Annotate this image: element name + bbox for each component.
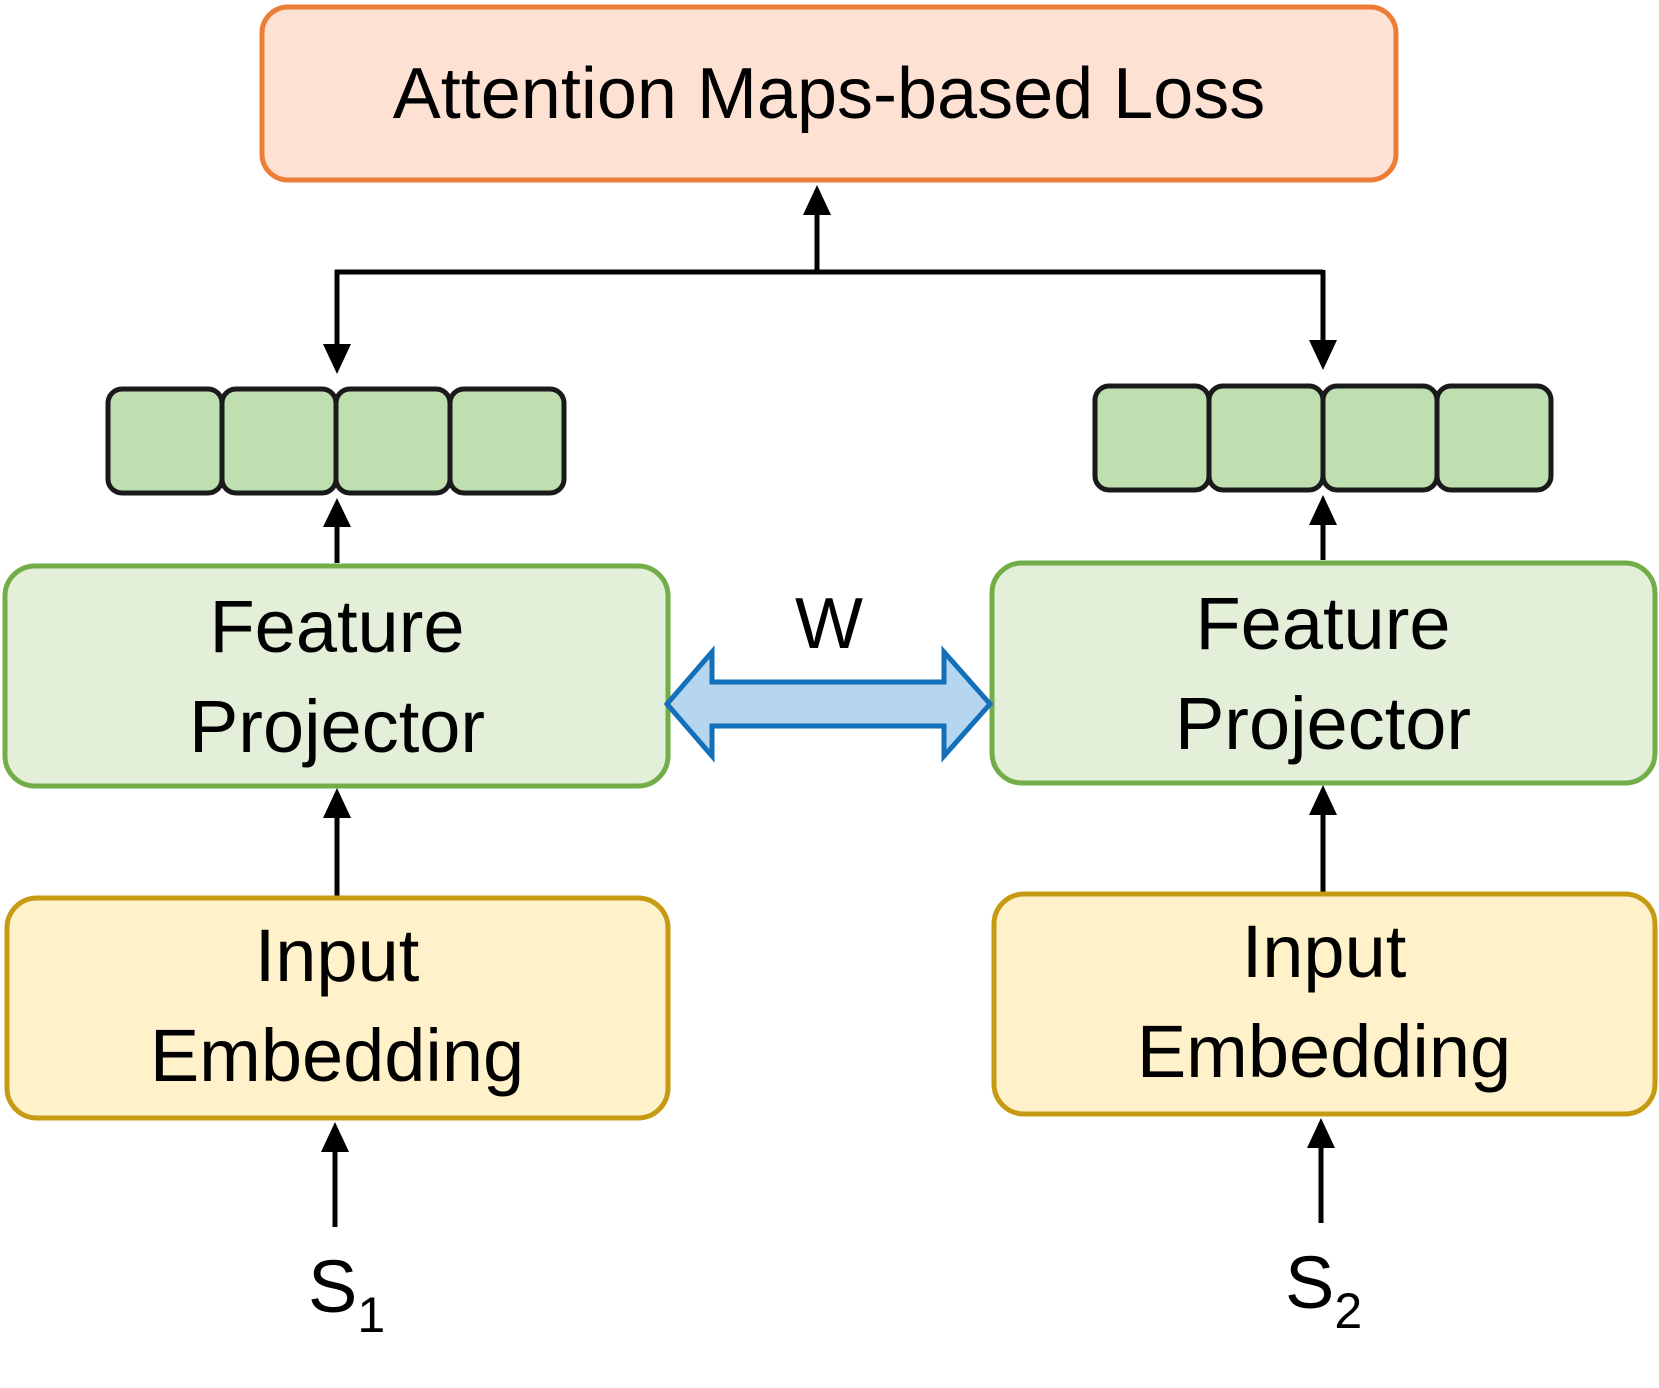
right-input-subscript: 2 <box>1334 1283 1362 1339</box>
loss-connectors <box>334 213 1326 350</box>
input-to-embedding-arrows <box>321 1118 1335 1227</box>
right-input-embedding-box: Input Embedding <box>991 891 1658 1117</box>
left-down-arrowhead <box>323 344 351 374</box>
left-embedding-up-arrowhead <box>323 788 351 818</box>
right-embedding-up-arrowhead <box>1309 785 1337 815</box>
left-feature-cell <box>333 386 453 496</box>
left-feature-projector-box: Feature Projector <box>2 563 671 789</box>
embedding-to-projector-arrows <box>323 785 1337 897</box>
right-feature-cell <box>1206 383 1326 493</box>
left-input-up-arrowhead <box>321 1122 349 1152</box>
left-feature-cell <box>105 386 225 496</box>
right-feature-vector <box>1092 383 1554 493</box>
left-feature-vector <box>105 386 567 496</box>
left-input-symbol: S <box>308 1245 357 1328</box>
left-input-subscript: 1 <box>357 1287 385 1343</box>
svg-text:S1: S1 <box>308 1245 385 1343</box>
right-input-up-arrowhead <box>1307 1118 1335 1148</box>
right-feature-projector-box: Feature Projector <box>989 560 1658 786</box>
attention-loss-box: Attention Maps-based Loss <box>259 4 1399 183</box>
loss-arrowheads <box>323 185 1337 374</box>
right-input-label: S2 <box>1285 1241 1362 1339</box>
loss-up-arrowhead <box>803 185 831 215</box>
left-input-embedding-box: Input Embedding <box>4 895 671 1121</box>
left-projector-label-line2: Projector <box>189 685 485 768</box>
right-embedding-label-line1: Input <box>1242 910 1407 993</box>
right-projector-label-line1: Feature <box>1195 582 1450 665</box>
right-input-symbol: S <box>1285 1241 1334 1324</box>
left-projector-label-line1: Feature <box>209 585 464 668</box>
right-projector-label-line2: Projector <box>1175 682 1471 765</box>
left-input-label: S1 <box>308 1245 385 1343</box>
right-feature-cell <box>1320 383 1440 493</box>
left-embedding-label-line2: Embedding <box>150 1014 524 1097</box>
shared-weight-double-arrow <box>663 645 994 763</box>
svg-text:S2: S2 <box>1285 1241 1362 1339</box>
left-projector-up-arrowhead <box>323 498 351 527</box>
right-down-arrowhead <box>1309 340 1337 370</box>
loss-label: Attention Maps-based Loss <box>393 54 1266 134</box>
left-embedding-label-line1: Input <box>255 914 420 997</box>
projector-to-feature-arrows <box>323 495 1337 563</box>
right-feature-cell <box>1092 383 1212 493</box>
right-feature-cell <box>1434 383 1554 493</box>
right-projector-up-arrowhead <box>1309 495 1337 525</box>
left-feature-cell <box>219 386 339 496</box>
shared-weight-connector: W <box>663 584 994 763</box>
shared-weight-label: W <box>795 584 863 664</box>
left-feature-cell <box>447 386 567 496</box>
right-embedding-label-line2: Embedding <box>1137 1010 1511 1093</box>
